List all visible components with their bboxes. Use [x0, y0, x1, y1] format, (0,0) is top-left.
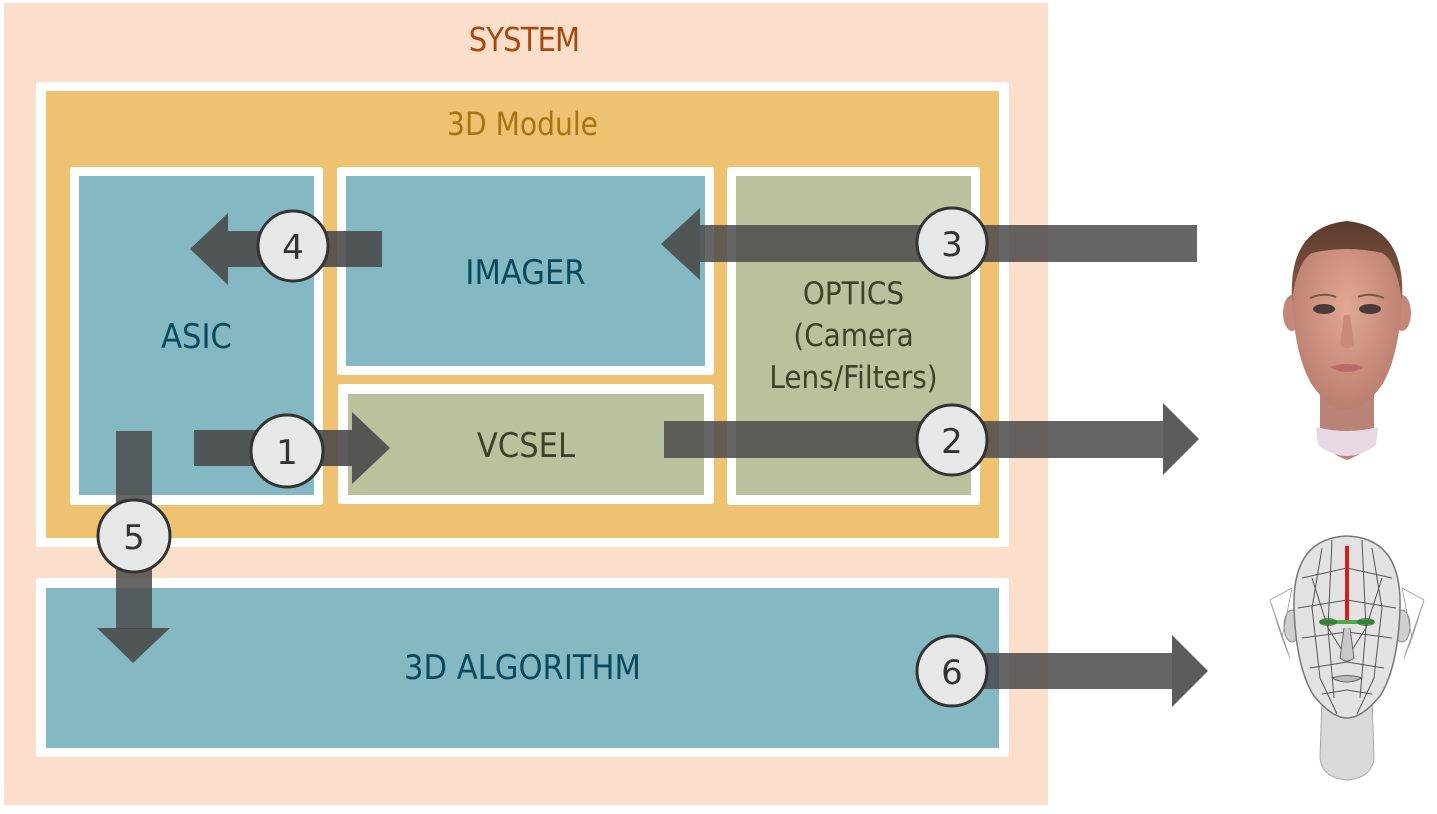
imager-label: IMAGER — [465, 253, 586, 293]
step-badge-4-number: 4 — [282, 228, 304, 268]
vcsel-block: VCSEL — [348, 394, 704, 495]
step-badge-3-number: 3 — [941, 225, 963, 265]
system-title: SYSTEM — [468, 20, 580, 59]
arrow-step-2 — [664, 403, 1199, 475]
imager-block: IMAGER — [346, 176, 705, 366]
module-title: 3D Module — [447, 105, 598, 143]
optics-label-line3: Lens/Filters) — [769, 360, 938, 396]
optics-label-line1: OPTICS — [802, 276, 905, 312]
step-badge-6-number: 6 — [941, 653, 963, 693]
algorithm-label: 3D ALGORITHM — [404, 648, 641, 688]
face-photo-icon — [1272, 205, 1422, 465]
algorithm-block: 3D ALGORITHM — [46, 588, 999, 748]
step-badge-5-number: 5 — [123, 518, 145, 558]
face-mesh-icon — [1262, 528, 1432, 783]
step-badge-2: 2 — [915, 403, 989, 477]
optics-label-line2: (Camera — [793, 318, 914, 354]
step-badge-6: 6 — [915, 634, 989, 708]
asic-label: ASIC — [161, 317, 232, 357]
step-badge-2-number: 2 — [941, 422, 963, 462]
arrow-step-6 — [952, 635, 1208, 707]
step-badge-4: 4 — [256, 209, 330, 283]
step-badge-5: 5 — [96, 498, 172, 574]
step-badge-1: 1 — [249, 413, 325, 489]
step-badge-3: 3 — [915, 206, 989, 280]
step-badge-1-number: 1 — [276, 433, 298, 473]
vcsel-label: VCSEL — [476, 426, 576, 466]
